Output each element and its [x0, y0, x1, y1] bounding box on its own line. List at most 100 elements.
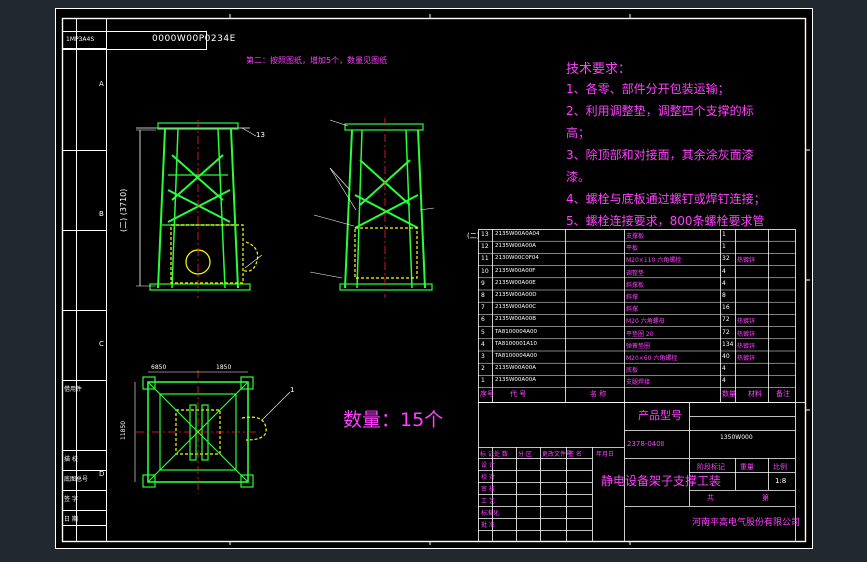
bom-cell-code: 2130W00C0F04 [495, 255, 539, 262]
bom-cell-qty: 32 [722, 255, 730, 263]
plan-dim-left: 11850 [120, 420, 127, 440]
bom-cell-name: M20×110 六角螺栓 [626, 257, 682, 265]
bom-cell-name: M20 六角螺母 [626, 318, 665, 326]
title-row-label: 签 名 [568, 451, 582, 458]
bom-cell-qty: 72 [722, 328, 730, 336]
left-strip-label: 借用件 [64, 386, 83, 393]
title-row-label: 标 记 [480, 451, 494, 458]
left-strip-label: 底图总号 [64, 476, 89, 483]
drawing-number: 0000W00P0234E [152, 34, 236, 44]
bom-cell-no: 4 [481, 340, 485, 348]
zone-b: B [99, 210, 104, 218]
title-row-label: 更改文件号 [542, 451, 573, 458]
bom-cell-name: 调整垫 [626, 269, 645, 277]
bom-cell-no: 8 [481, 292, 485, 299]
quantity-note: 数量：15个 [343, 409, 444, 431]
title-sign-label: 批 准 [481, 522, 495, 529]
bom-cell-code: 2135W00A00C [495, 304, 537, 311]
title-block [478, 402, 806, 542]
bom-cell-code: 2135W00A00B [495, 316, 536, 323]
company-name: 河南平高电气股份有限公司 [692, 518, 801, 528]
bom-cell-qty: 1 [722, 243, 726, 251]
bom-cell-qty: 72 [722, 316, 730, 324]
plan-dim-top: 6850 [151, 364, 167, 371]
tech-req-line: 5、螺栓连接要求，800条螺栓要求管 [566, 214, 765, 228]
bom-cell-code: 2135W00A00F [495, 267, 536, 274]
bom-cell-note: 热镀锌 [737, 318, 756, 326]
title-sign-label: 校 对 [481, 474, 495, 481]
left-strip-label: 日 期 [64, 516, 78, 523]
zone-a: A [99, 80, 104, 88]
scale-label: 比例 [773, 463, 787, 471]
zone-c: C [99, 340, 104, 348]
bom-cell-name: 底板 [626, 367, 639, 375]
bom-cell-code: TA8100004A00 [495, 328, 537, 335]
bom-cell-no: 12 [481, 243, 489, 251]
outer-frame [55, 8, 813, 549]
bom-header-cell: 序号 [480, 389, 494, 398]
bom-cell-no: 13 [481, 231, 489, 238]
bom-cell-qty: 40 [722, 353, 730, 360]
top-left-code: 1MP3A4S [66, 36, 95, 43]
title-row-label: 分 区 [518, 451, 532, 458]
bom-cell-no: 5 [481, 328, 485, 336]
bom-cell-name: 支腿焊接 [626, 379, 651, 387]
title-row-label: 处 数 [494, 451, 508, 458]
bom-cell-name: 支撑板 [626, 233, 645, 240]
tech-req-line: 2、利用调整垫，调整四个支撑的标 [566, 104, 754, 118]
bom-cell-qty: 8 [722, 292, 726, 299]
callout-13: 13 [256, 131, 265, 139]
tech-req-line: 3、除顶部和对接面，其余涂灰面漆 [566, 148, 754, 162]
sheet-total-label: 共 [707, 494, 714, 502]
bom-cell-code: 2135W00A0A04 [495, 231, 540, 237]
bom-cell-no: 11 [481, 255, 489, 263]
bom-cell-qty: 4 [722, 279, 726, 287]
bom-cell-qty: 4 [722, 377, 726, 385]
front-view-tower [136, 120, 263, 298]
bom-cell-name: 平板 [626, 245, 639, 253]
bom-cell-no: 1 [481, 377, 485, 385]
bom-cell-qty: 134 [722, 340, 734, 348]
bom-header-cell: 备注 [776, 389, 790, 398]
bom-cell-no: 10 [481, 267, 489, 275]
weight-label: 重量 [740, 463, 754, 471]
top-note: 第二：按照图纸，增加5个，数量见图纸 [246, 56, 388, 65]
bom-header-cell: 材料 [748, 389, 762, 398]
product-label: 产品型号 [638, 409, 682, 422]
bom-cell-note: 热镀锌 [737, 342, 756, 350]
stage-label: 阶段标记 [697, 463, 725, 471]
left-strip-label: 描 校 [64, 456, 78, 463]
bom-cell-code: 2135W00A00A [495, 365, 536, 372]
title-sign-label: 标准化 [481, 510, 500, 517]
tech-req-line: 1、各零、部件分开包装运输； [566, 82, 730, 96]
bom-cell-name: 斜撑 [626, 306, 639, 314]
bom-cell-no: 7 [481, 304, 485, 312]
bom-header-cell: 代 号 [510, 389, 527, 398]
bom-cell-code: 2135W00A00E [495, 279, 536, 286]
callout-1: 1 [290, 386, 295, 394]
bom-cell-name: 平垫圈 20 [626, 330, 654, 338]
drawing-code: 2378-040Ⅱ [627, 440, 665, 448]
bom-cell-note: 热镀锌 [737, 257, 756, 265]
bom-cell-code: TA8100001A10 [495, 340, 537, 347]
left-strip-label: 签 字 [64, 496, 78, 503]
bom-cell-code: 2135W00A00D [495, 292, 537, 298]
sheet-of-label: 第 [762, 494, 769, 502]
tech-req-line: 高； [566, 126, 591, 140]
bom-cell-no: 6 [481, 316, 485, 324]
title-row-label: 年月日 [596, 451, 615, 458]
title-sign-label: 设 计 [481, 462, 495, 469]
inner-frame [61, 17, 807, 543]
code-box-large [106, 31, 207, 50]
bom-cell-name: 弹簧垫圈 [626, 342, 651, 350]
plan-view [134, 370, 291, 494]
bom-cell-qty: 4 [722, 365, 726, 373]
bom-cell-note: 热镀锌 [737, 355, 756, 362]
title-sign-label: 工 艺 [481, 498, 495, 505]
bom-cell-qty: 4 [722, 267, 726, 275]
bom-cell-code: TA8100004A00 [495, 353, 537, 359]
bom-cell-name: 斜撑板 [626, 281, 645, 289]
bom-cell-qty: 1 [722, 231, 726, 238]
